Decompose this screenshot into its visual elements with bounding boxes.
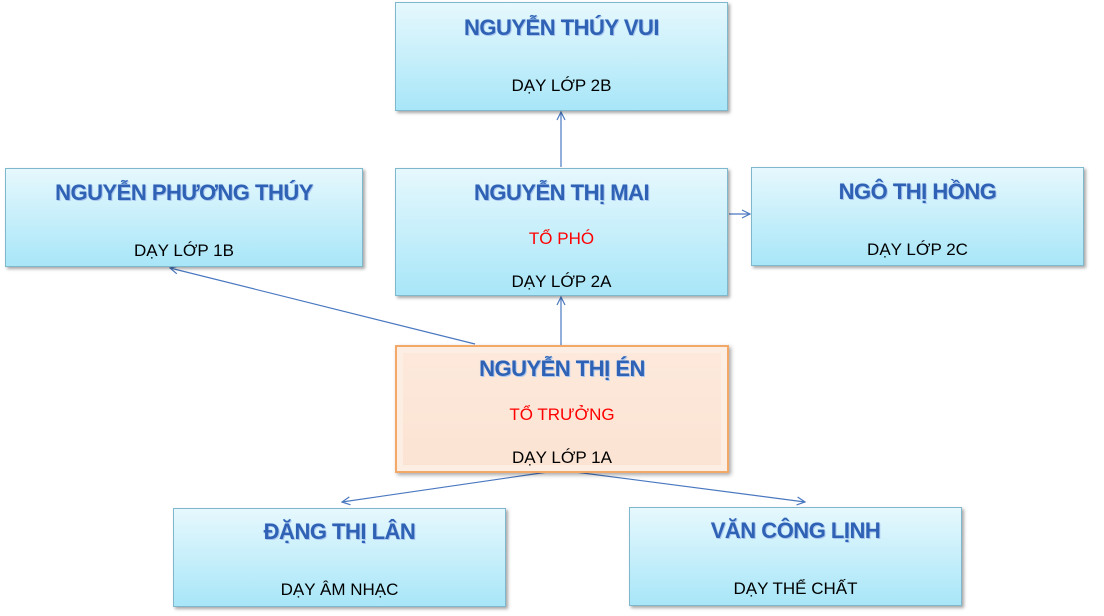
node-role: TỔ PHÓ: [528, 229, 595, 248]
node-dang-thi-lan: ĐẶNG THỊ LÂN DẠY ÂM NHẠC: [173, 508, 506, 607]
node-class: DẠY ÂM NHẠC: [280, 580, 399, 599]
node-name: NGUYỄN THỊ ÉN: [479, 356, 645, 381]
node-ngo-thi-hong: NGÔ THỊ HỒNG DẠY LỚP 2C: [751, 167, 1084, 266]
node-class: DẠY LỚP 1B: [134, 241, 234, 260]
node-name: VĂN CÔNG LỊNH: [710, 518, 881, 543]
node-name: ĐẶNG THỊ LÂN: [263, 519, 416, 544]
node-nguyen-thuy-vui: NGUYỄN THÚY VUI DẠY LỚP 2B: [395, 2, 728, 111]
node-class: DẠY LỚP 2C: [867, 240, 968, 259]
node-nguyen-phuong-thuy: NGUYỄN PHƯƠNG THÚY DẠY LỚP 1B: [5, 168, 363, 267]
node-class: DẠY LỚP 2B: [511, 76, 612, 95]
arrow-en-to-linh: [574, 471, 805, 502]
node-van-cong-linh: VĂN CÔNG LỊNH DẠY THỂ CHẤT: [629, 507, 962, 606]
node-class: DẠY LỚP 1A: [512, 448, 612, 467]
arrow-en-to-phuong: [170, 268, 476, 345]
node-class: DẠY THỂ CHẤT: [733, 579, 858, 598]
node-nguyen-thi-en: NGUYỄN THỊ ÉN TỔ TRƯỞNG DẠY LỚP 1A: [395, 345, 729, 473]
node-role: TỔ TRƯỞNG: [509, 405, 615, 424]
arrow-en-to-lan: [342, 471, 549, 502]
node-name: NGÔ THỊ HỒNG: [838, 179, 997, 204]
node-nguyen-thi-mai: NGUYỄN THỊ MAI TỔ PHÓ DẠY LỚP 2A: [395, 168, 728, 296]
node-name: NGUYỄN THÚY VUI: [463, 15, 660, 40]
node-name: NGUYỄN PHƯƠNG THÚY: [55, 180, 313, 205]
node-name: NGUYỄN THỊ MAI: [473, 180, 650, 205]
node-class: DẠY LỚP 2A: [511, 272, 612, 291]
